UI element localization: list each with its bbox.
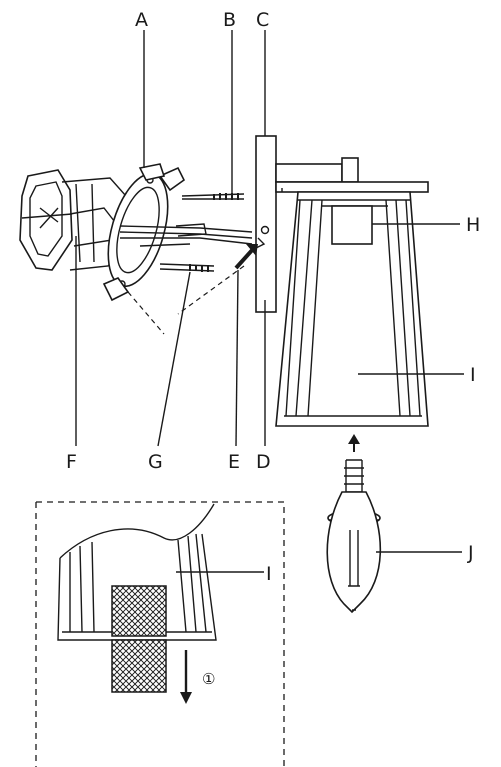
backplate	[255, 135, 277, 313]
label-H: H	[466, 214, 480, 236]
label-G: G	[148, 451, 163, 473]
label-A: A	[135, 9, 148, 31]
detail-inset	[35, 501, 285, 767]
supply-wires	[119, 223, 253, 247]
dashed-guides	[127, 265, 245, 335]
insert-arrow	[234, 244, 258, 270]
lantern-shade	[275, 191, 429, 427]
mounting-screws	[159, 193, 245, 272]
lantern-arm	[275, 157, 429, 193]
label-F: F	[66, 451, 77, 473]
label-E: E	[228, 451, 240, 473]
leader-lines	[75, 30, 464, 553]
mounting-ring-plate	[102, 163, 186, 302]
label-C: C	[256, 9, 269, 31]
step-marker-1: ①	[202, 670, 215, 688]
edison-bulb	[326, 434, 382, 614]
label-D: D	[256, 451, 271, 473]
label-B: B	[223, 9, 236, 31]
label-I-detail: I	[266, 563, 272, 585]
label-J: J	[467, 542, 474, 564]
label-I: I	[470, 364, 476, 386]
